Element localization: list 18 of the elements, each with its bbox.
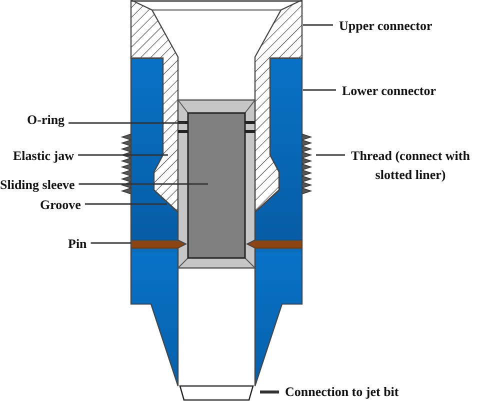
part-label: Connection to jet bit [285, 384, 399, 399]
leader-line [316, 154, 346, 156]
part-label: Thread (connect with slotted liner) [351, 148, 470, 182]
part-label: Pin [68, 236, 87, 251]
part-label: Upper connector [339, 18, 432, 33]
leader-line [78, 154, 168, 156]
part-label: O-ring [27, 112, 65, 127]
part-label: Lower connector [342, 83, 436, 98]
leader-line [84, 203, 167, 205]
leader-line [260, 390, 279, 394]
leader-line [90, 242, 131, 244]
leader-line [303, 24, 333, 26]
part-label: Sliding sleeve [0, 177, 75, 192]
part-label: Groove [40, 197, 81, 212]
leader-line [303, 89, 336, 91]
leader-line [68, 122, 185, 124]
leader-line [78, 183, 208, 185]
part-label: Elastic jaw [13, 148, 74, 163]
